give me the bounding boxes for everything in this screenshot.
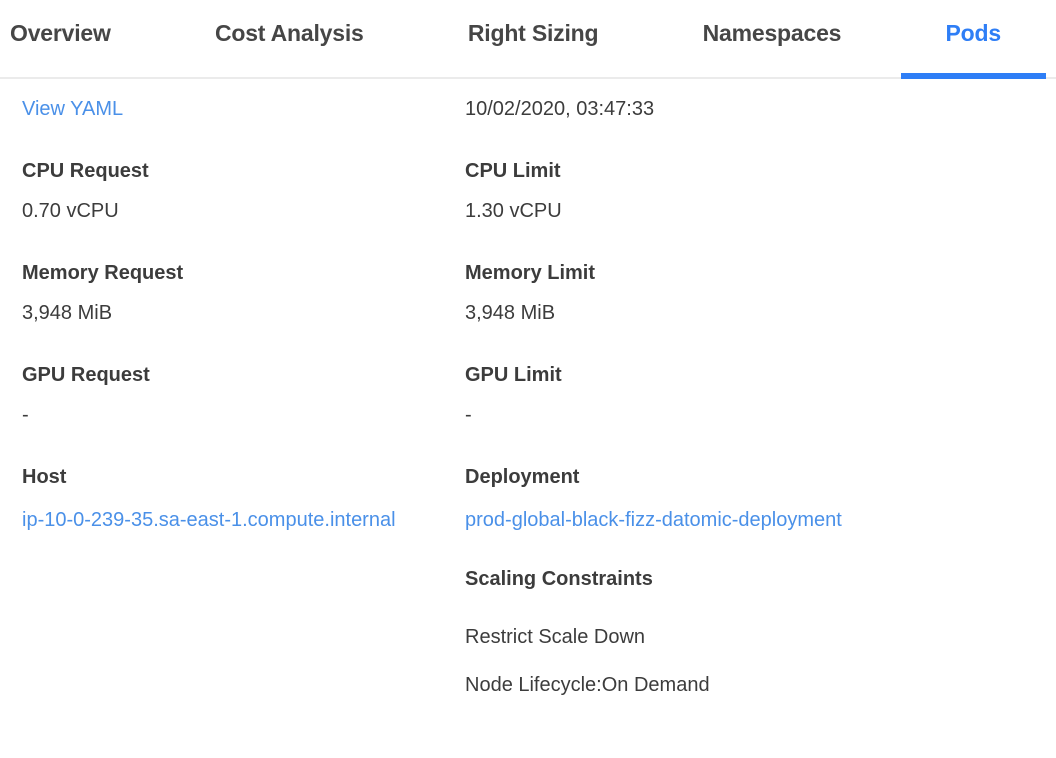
top-row: View YAML 10/02/2020, 03:47:33 [22, 97, 1034, 122]
field-gpu-limit: GPU Limit - [465, 363, 1034, 427]
deployment-link[interactable]: prod-global-black-fizz-datomic-deploymen… [465, 509, 842, 531]
pod-timestamp: 10/02/2020, 03:47:33 [465, 98, 655, 120]
memory-request-label: Memory Request [22, 262, 184, 284]
field-cpu-limit: CPU Limit 1.30 vCPU [465, 159, 1034, 223]
gpu-limit-label: GPU Limit [465, 364, 562, 386]
scaling-constraint-item: Restrict Scale Down [465, 626, 646, 648]
tab-bar: Overview Cost Analysis Right Sizing Name… [0, 0, 1056, 79]
host-link[interactable]: ip-10-0-239-35.sa-east-1.compute.interna… [22, 509, 396, 531]
right-column: CPU Limit 1.30 vCPU Memory Limit 3,948 M… [465, 159, 1034, 721]
memory-limit-value: 3,948 MiB [465, 302, 556, 324]
field-cpu-request: CPU Request 0.70 vCPU [22, 159, 465, 223]
field-deployment: Deployment prod-global-black-fizz-datomi… [465, 465, 1034, 535]
tab-overview[interactable]: Overview [10, 20, 111, 46]
tab-right-sizing[interactable]: Right Sizing [467, 20, 599, 46]
details-grid: CPU Request 0.70 vCPU Memory Request 3,9… [22, 159, 1034, 721]
pod-details-panel: View YAML 10/02/2020, 03:47:33 CPU Reque… [0, 79, 1056, 721]
cpu-request-value: 0.70 vCPU [22, 200, 119, 222]
tab-pods[interactable]: Pods [900, 0, 1047, 79]
field-host: Host ip-10-0-239-35.sa-east-1.compute.in… [22, 465, 465, 535]
scaling-constraints-section: Scaling Constraints Restrict Scale Down … [465, 567, 1034, 697]
gpu-limit-value: - [465, 404, 472, 426]
memory-limit-label: Memory Limit [465, 262, 596, 284]
tab-namespaces[interactable]: Namespaces [702, 20, 842, 46]
tab-cost-analysis[interactable]: Cost Analysis [214, 20, 364, 46]
scaling-constraint-item: Node Lifecycle:On Demand [465, 674, 710, 696]
left-column: CPU Request 0.70 vCPU Memory Request 3,9… [22, 159, 465, 567]
field-memory-request: Memory Request 3,948 MiB [22, 261, 465, 325]
deployment-label: Deployment [465, 466, 580, 488]
view-yaml-link[interactable]: View YAML [22, 98, 124, 120]
gpu-request-label: GPU Request [22, 364, 150, 386]
host-label: Host [22, 466, 67, 488]
memory-request-value: 3,948 MiB [22, 302, 113, 324]
cpu-limit-label: CPU Limit [465, 160, 561, 182]
cpu-request-label: CPU Request [22, 160, 149, 182]
cpu-limit-value: 1.30 vCPU [465, 200, 562, 222]
field-memory-limit: Memory Limit 3,948 MiB [465, 261, 1034, 325]
scaling-constraints-title: Scaling Constraints [465, 568, 653, 590]
field-gpu-request: GPU Request - [22, 363, 465, 427]
gpu-request-value: - [22, 404, 29, 426]
